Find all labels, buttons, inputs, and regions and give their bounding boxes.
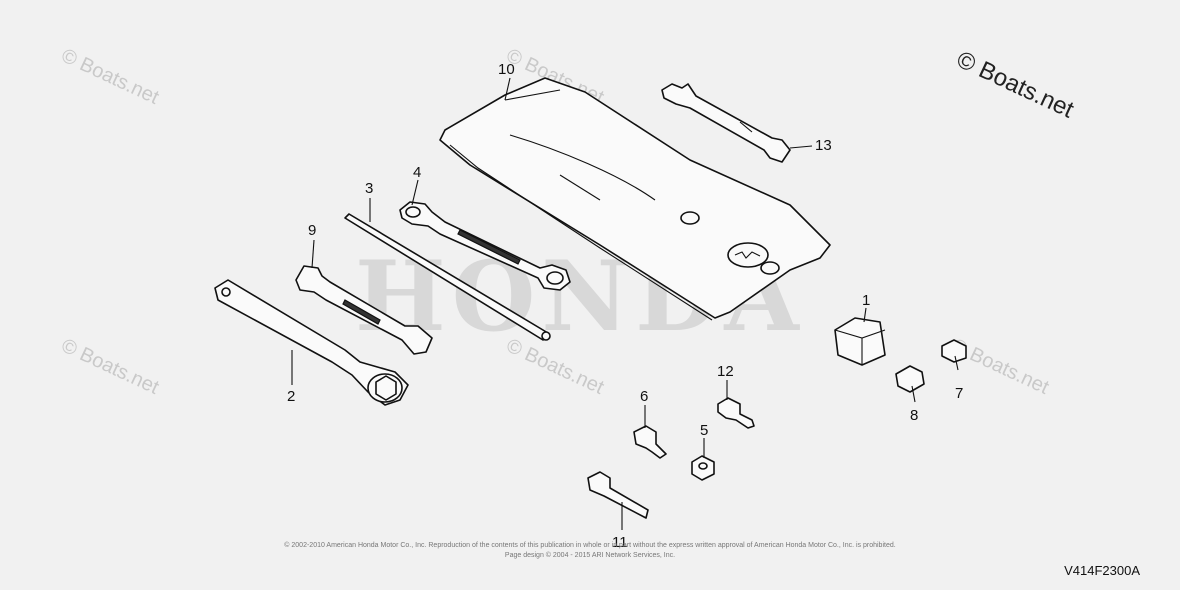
fuse-box	[834, 317, 886, 366]
small-wrench	[295, 265, 433, 355]
diagram-code: V414F2300A	[1064, 563, 1140, 578]
callout-8: 8	[910, 407, 918, 424]
callout-1: 1	[862, 292, 870, 309]
bolt-flange	[717, 397, 755, 429]
callout-5: 5	[700, 422, 708, 439]
nut	[691, 455, 715, 481]
handle-rod	[344, 213, 551, 341]
plug-wrench	[214, 279, 409, 406]
bolt-short	[633, 425, 667, 459]
open-end-wrench	[661, 83, 791, 163]
fuse-large	[895, 365, 925, 393]
callout-9: 9	[308, 222, 316, 239]
copyright-notice: © 2002-2010 American Honda Motor Co., In…	[284, 542, 896, 549]
watermark-main: © Boats.net	[952, 46, 1078, 124]
callout-11: 11	[612, 534, 628, 551]
page-design-notice: Page design © 2004 - 2015 ARI Network Se…	[504, 552, 676, 559]
tool-bag	[439, 77, 831, 321]
fuse-small	[941, 339, 967, 363]
callout-4: 4	[413, 164, 421, 181]
callout-2: 2	[287, 388, 295, 405]
callout-7: 7	[955, 385, 963, 402]
callout-3: 3	[365, 180, 373, 197]
callout-13: 13	[815, 137, 832, 154]
leader-lines	[291, 77, 959, 530]
bolt-long	[587, 471, 649, 519]
callouts: 1 2 3 4 5 6 7 8 9 10 11 12 13	[287, 61, 963, 551]
callout-12: 12	[717, 363, 734, 380]
watermark: © Boats.net	[58, 45, 163, 109]
box-end-wrench	[399, 201, 571, 291]
callout-10: 10	[498, 61, 515, 78]
callout-6: 6	[640, 388, 648, 405]
watermark: © Boats.net	[58, 335, 163, 399]
